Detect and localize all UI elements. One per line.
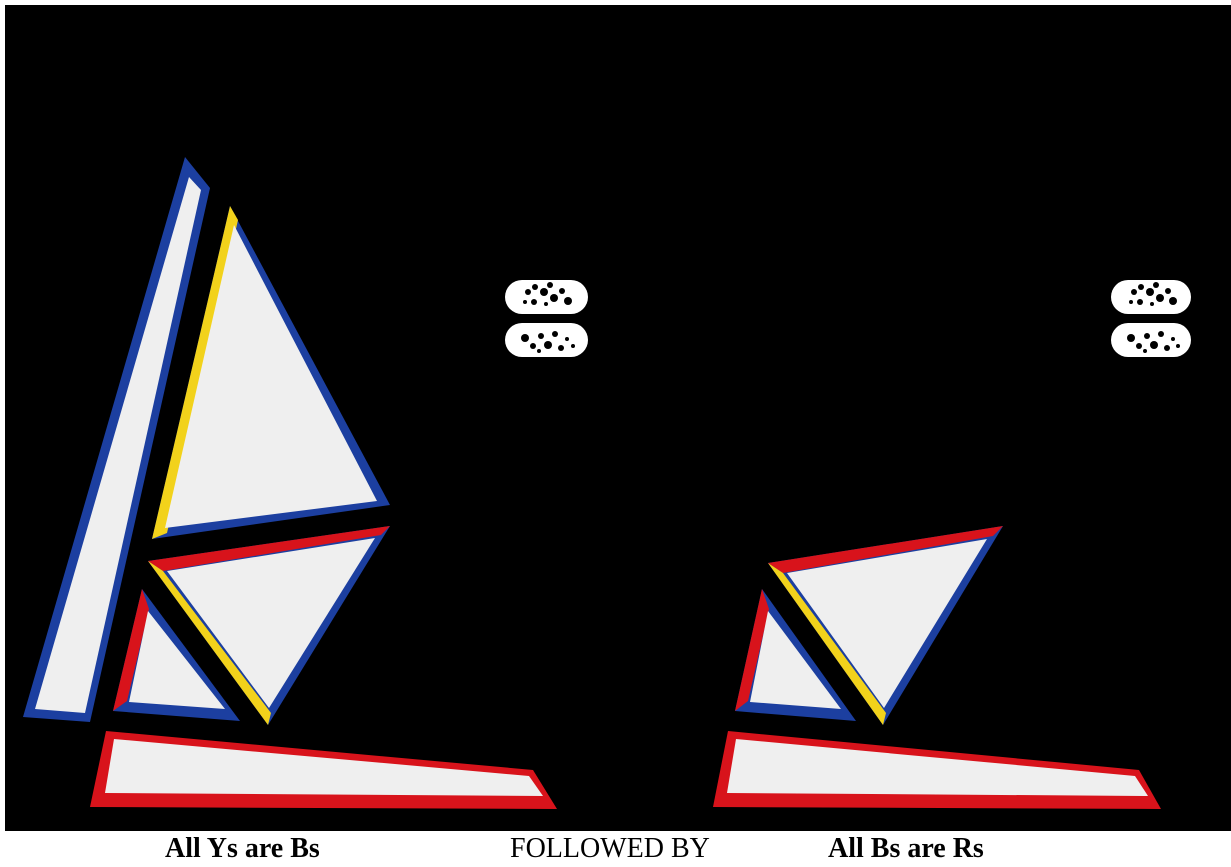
caption-left: All Ys are Bs — [165, 832, 320, 866]
right-panel — [627, 5, 1231, 831]
right-figure — [627, 5, 1231, 831]
badge-icon-bottom — [505, 323, 588, 357]
badge-icon-top — [505, 280, 588, 314]
caption-middle: FOLLOWED BY — [510, 832, 710, 866]
red-base-bar — [90, 731, 557, 809]
red-base-bar — [713, 731, 1161, 809]
left-figure — [5, 5, 627, 831]
left-panel — [5, 5, 627, 831]
badge-icon-bottom — [1111, 323, 1191, 357]
badge-icon-top — [1111, 280, 1191, 314]
caption-right: All Bs are Rs — [828, 832, 984, 866]
